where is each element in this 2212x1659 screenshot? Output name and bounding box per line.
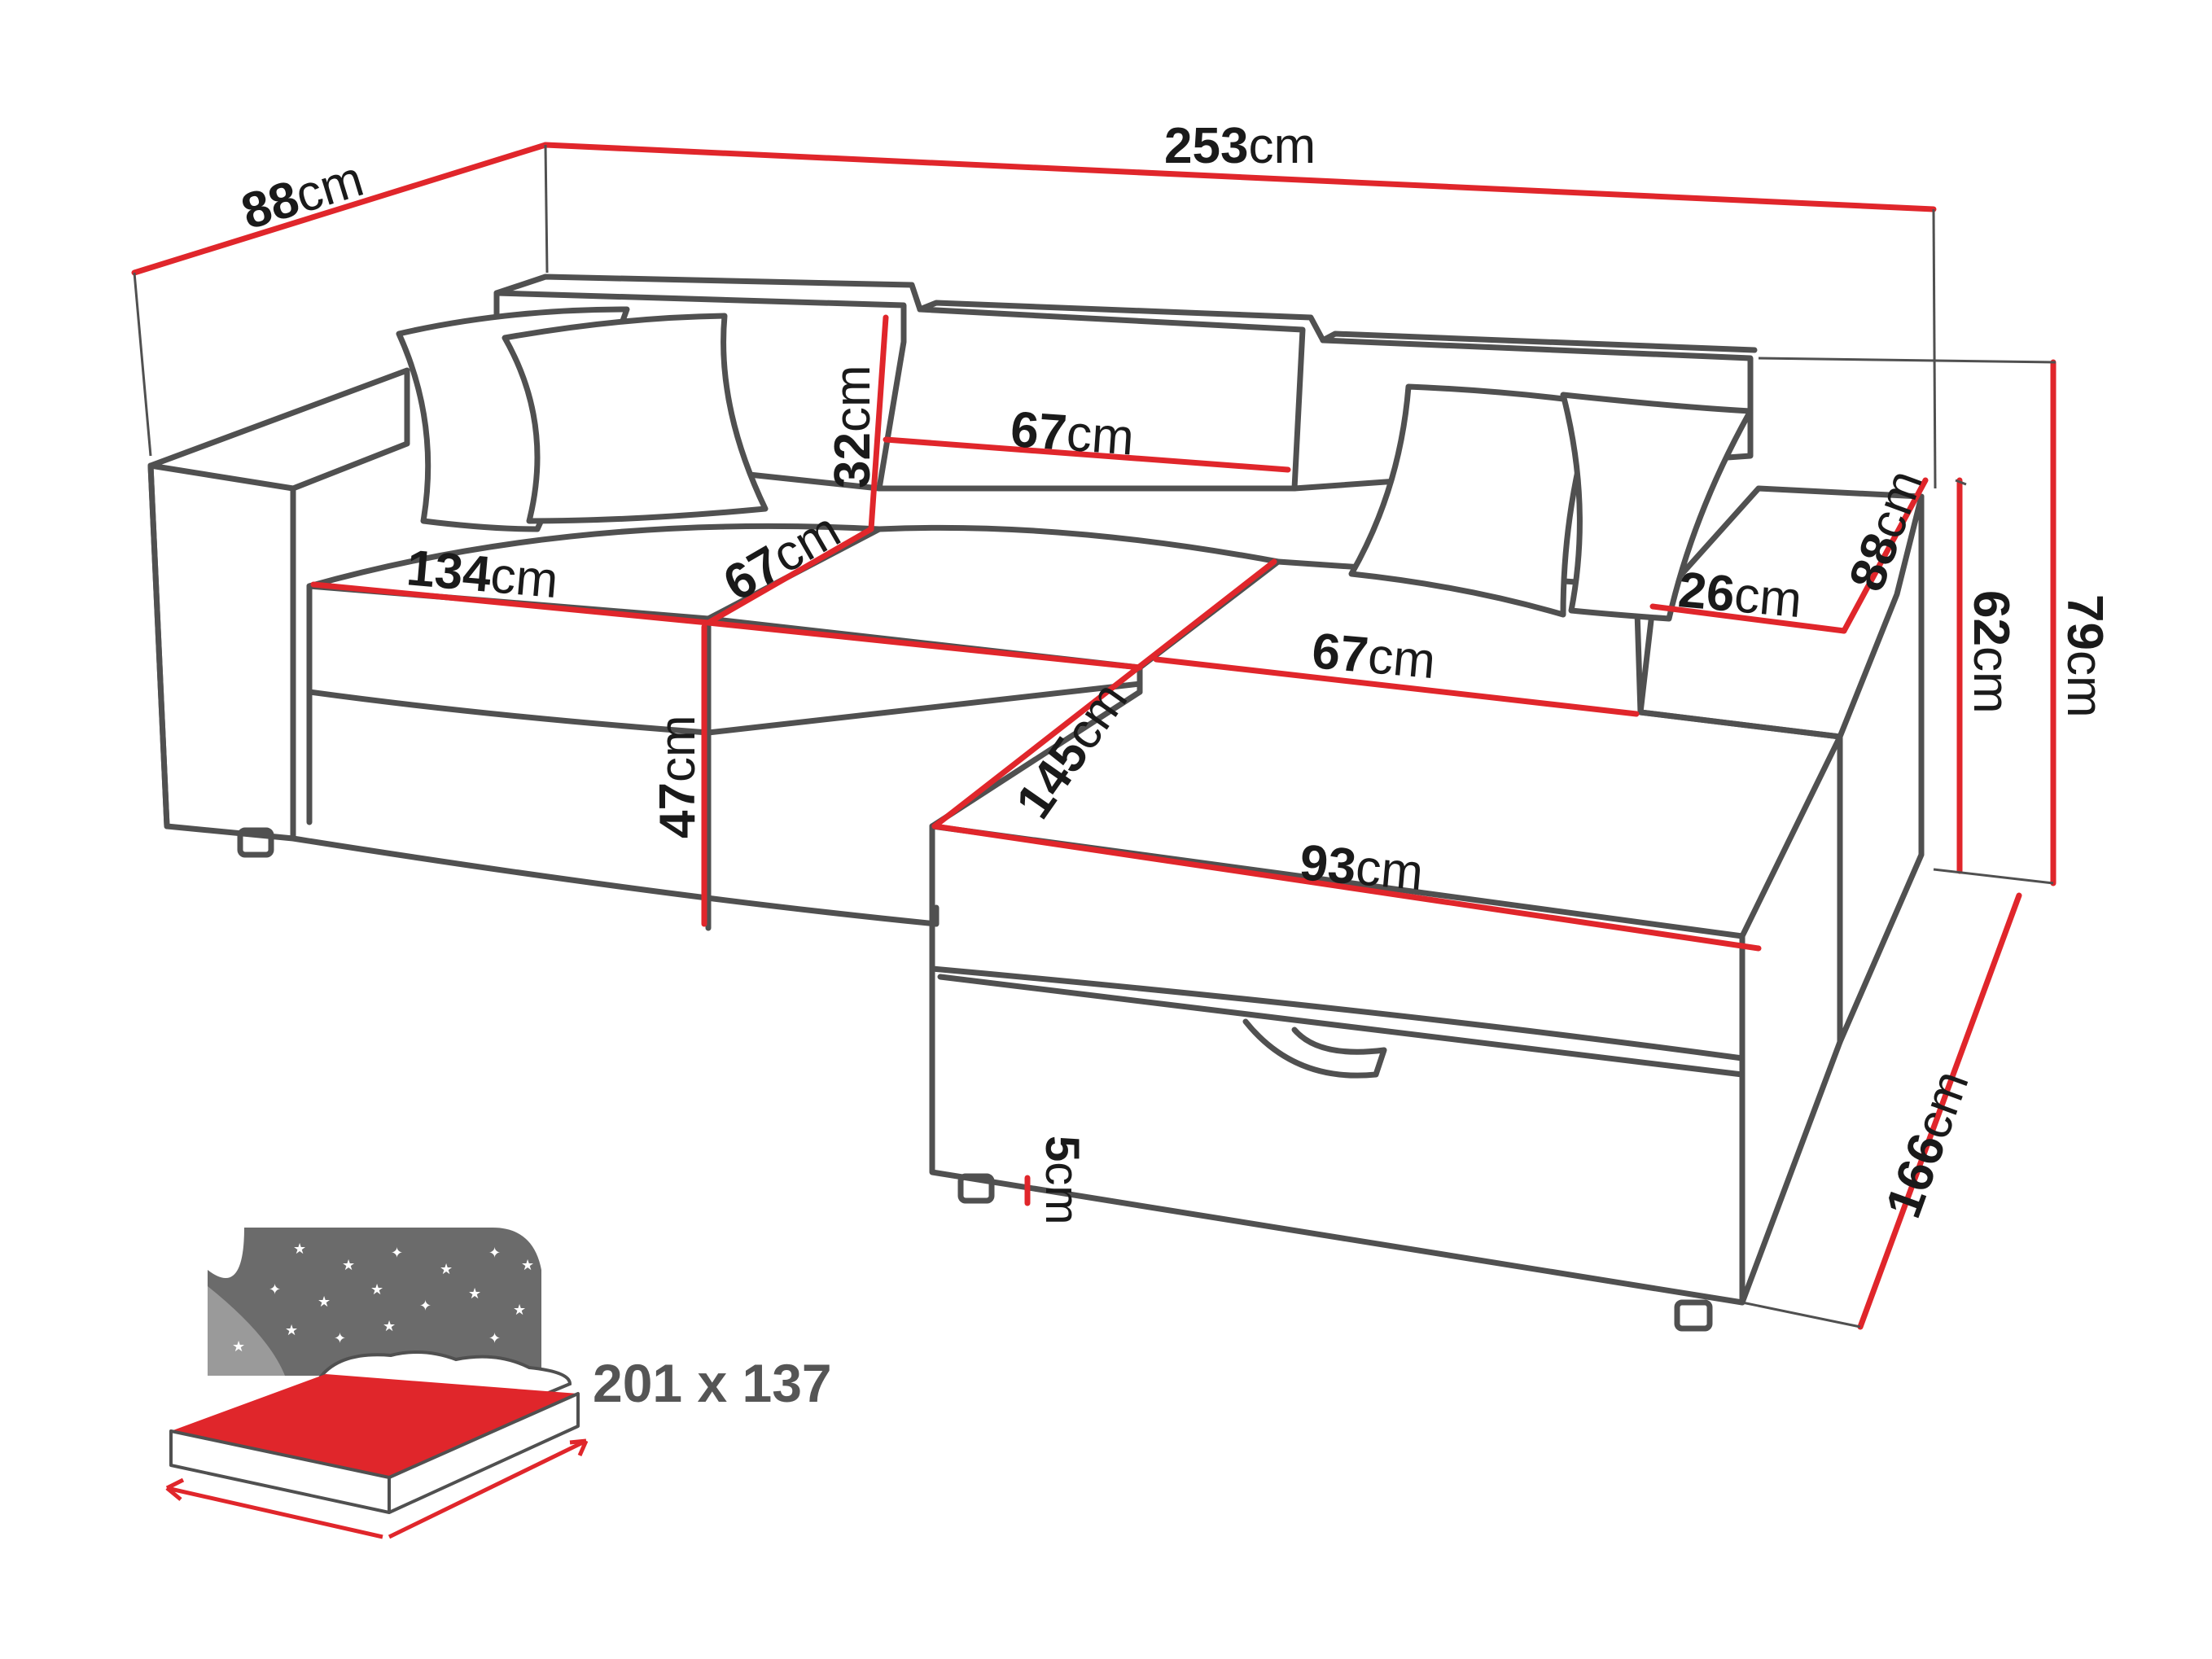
svg-text:✦: ✦ bbox=[334, 1330, 346, 1347]
label-chaise-depth-total: 166cm bbox=[1875, 1063, 1979, 1224]
stars-icon: ★ ★ ✦ ★ ✦ ✦ ★ ★ ✦ ★ ★ ★ ✦ ★ ✦ ★ ★ bbox=[232, 1241, 534, 1355]
label-depth: 88cm bbox=[235, 151, 370, 240]
label-back-height: 32cm bbox=[825, 365, 881, 488]
svg-text:✦: ✦ bbox=[391, 1245, 403, 1262]
svg-text:★: ★ bbox=[440, 1261, 453, 1278]
label-seat-depth-middle-unit: cm bbox=[1065, 405, 1136, 466]
svg-text:★: ★ bbox=[521, 1257, 534, 1274]
bed-size-label: 201 x 137 bbox=[593, 1353, 832, 1413]
label-seat-width-left: 134cm bbox=[405, 540, 560, 609]
bed-length-arrow bbox=[166, 1486, 383, 1539]
label-chaise-width-value: 93 bbox=[1298, 834, 1359, 895]
label-leg-height: 5cm bbox=[1036, 1136, 1088, 1225]
label-armrest-height-value: 62 bbox=[1963, 590, 2019, 646]
label-seat-width-left-unit: cm bbox=[488, 547, 560, 609]
svg-text:★: ★ bbox=[293, 1241, 306, 1258]
svg-text:★: ★ bbox=[370, 1281, 383, 1298]
svg-text:★: ★ bbox=[383, 1318, 396, 1335]
svg-text:★: ★ bbox=[232, 1338, 245, 1355]
label-armrest-width-value: 26 bbox=[1676, 562, 1737, 623]
label-total-width: 253cm bbox=[1164, 118, 1316, 174]
bed-width-arrow bbox=[388, 1438, 588, 1539]
label-total-width-value: 253 bbox=[1164, 118, 1248, 174]
label-total-height: 79cm bbox=[2057, 594, 2113, 718]
label-back-height-value: 32 bbox=[825, 432, 881, 488]
label-armrest-width-unit: cm bbox=[1732, 567, 1803, 628]
label-chaise-width: 93cm bbox=[1298, 834, 1426, 901]
label-armrest-height: 62cm bbox=[1963, 590, 2019, 714]
label-chaise-seat-depth-value: 67 bbox=[1310, 623, 1371, 684]
label-armrest-height-unit: cm bbox=[1963, 646, 2019, 714]
label-total-width-unit: cm bbox=[1248, 118, 1316, 174]
label-chaise-width-unit: cm bbox=[1353, 839, 1425, 901]
svg-text:✦: ✦ bbox=[419, 1298, 431, 1315]
svg-text:★: ★ bbox=[468, 1285, 481, 1302]
label-seat-depth-middle: 67cm bbox=[1009, 401, 1136, 466]
svg-text:✦: ✦ bbox=[269, 1281, 281, 1298]
dimension-lines bbox=[131, 142, 2057, 1330]
label-total-height-value: 79 bbox=[2057, 594, 2113, 650]
label-seat-width-left-value: 134 bbox=[405, 540, 494, 603]
label-total-height-unit: cm bbox=[2057, 650, 2113, 718]
label-armrest-width: 26cm bbox=[1676, 562, 1804, 628]
svg-text:✦: ✦ bbox=[488, 1245, 501, 1262]
label-seat-depth-left: 67cm bbox=[715, 502, 850, 613]
label-back-height-unit: cm bbox=[825, 365, 881, 432]
label-leg-height-value: 5 bbox=[1036, 1136, 1088, 1162]
svg-text:★: ★ bbox=[285, 1322, 298, 1339]
svg-text:★: ★ bbox=[513, 1302, 526, 1319]
label-seat-depth-middle-value: 67 bbox=[1009, 401, 1069, 462]
label-seat-height-value: 47 bbox=[650, 782, 706, 838]
label-seat-height: 47cm bbox=[650, 715, 706, 838]
svg-text:★: ★ bbox=[342, 1257, 355, 1274]
bed-function-icon: ★ ★ ✦ ★ ✦ ✦ ★ ★ ✦ ★ ★ ★ ✦ ★ ✦ ★ ★ 201 x 137 bbox=[165, 1228, 832, 1539]
label-chaise-seat-depth: 67cm bbox=[1310, 623, 1438, 689]
extension-lines bbox=[133, 144, 2057, 1329]
svg-text:✦: ✦ bbox=[488, 1330, 501, 1347]
label-seat-height-unit: cm bbox=[650, 715, 706, 782]
label-chaise-seat-depth-unit: cm bbox=[1365, 628, 1437, 689]
pillows bbox=[396, 306, 1754, 622]
svg-text:★: ★ bbox=[318, 1293, 331, 1311]
night-sky-panel bbox=[208, 1228, 541, 1376]
night-sky-curve bbox=[208, 1286, 285, 1376]
label-leg-height-unit: cm bbox=[1036, 1162, 1088, 1224]
